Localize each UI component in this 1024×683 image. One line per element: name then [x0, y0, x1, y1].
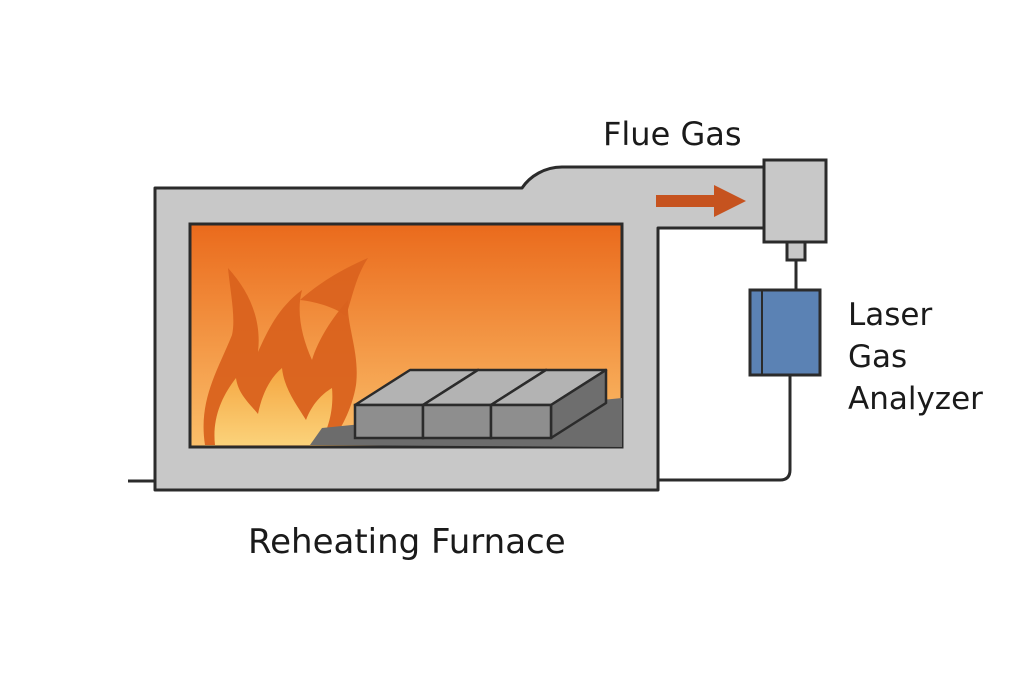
arrow-right-icon: [656, 185, 746, 217]
analyzer-label-line3: Analyzer: [848, 381, 983, 417]
signal-cable: [658, 375, 792, 482]
analyzer-label-line1: Laser: [848, 297, 932, 333]
probe-connector: [785, 240, 807, 262]
billet-3: [489, 368, 608, 440]
flue-gas-label: Flue Gas: [603, 115, 742, 153]
flame-icon: [203, 258, 368, 445]
probe-head: [762, 158, 828, 244]
analyzer-label-line2: Gas: [848, 339, 907, 375]
gas-analyzer-box: [748, 288, 822, 377]
furnace-label: Reheating Furnace: [248, 522, 566, 562]
